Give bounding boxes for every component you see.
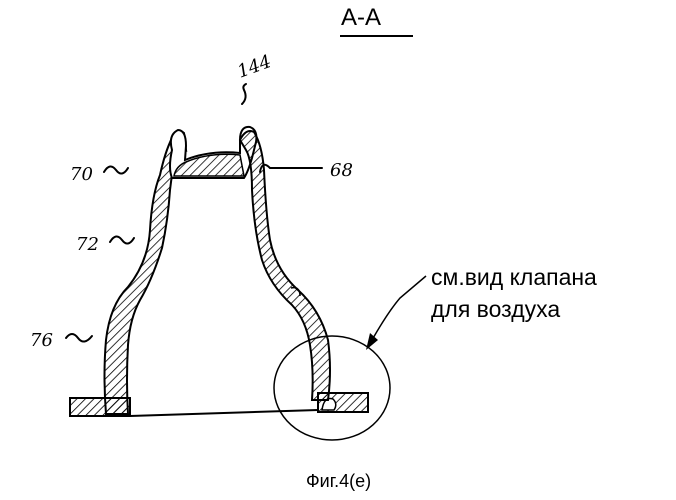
figure-caption: Фиг.4(е) <box>306 471 371 492</box>
section-title-underline <box>340 35 413 37</box>
right-wall <box>240 131 330 400</box>
section-title: A-A <box>341 4 381 32</box>
base-line <box>130 410 318 416</box>
air-valve-callout-circle <box>274 336 390 440</box>
air-valve-note-line2: для воздуха <box>431 293 597 325</box>
label-70: 70 <box>70 164 93 185</box>
label-144: 144 <box>235 51 274 82</box>
air-valve-note: см.вид клапана для воздуха <box>431 261 597 325</box>
reference-leaders <box>66 84 322 342</box>
label-68: 68 <box>330 160 353 181</box>
air-valve-note-line1: см.вид клапана <box>431 261 597 293</box>
label-72: 72 <box>76 234 99 255</box>
callout-leader-arrow <box>366 276 426 350</box>
label-76: 76 <box>30 330 53 351</box>
